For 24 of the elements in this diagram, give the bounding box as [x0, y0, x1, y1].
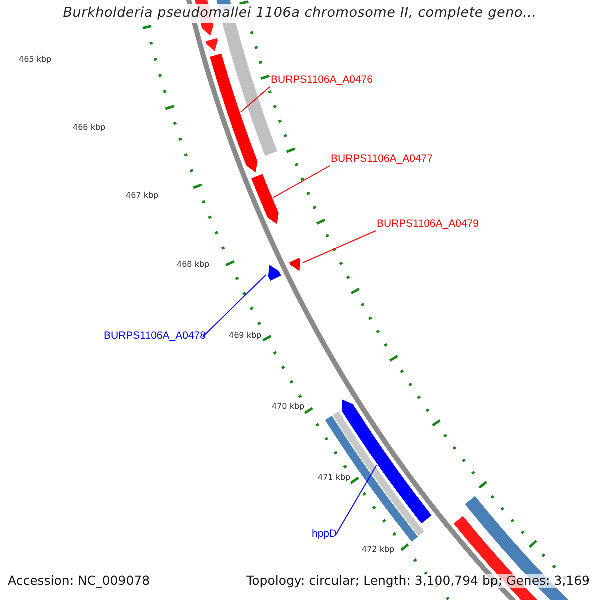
- gene-feature: [210, 54, 258, 173]
- tick-label: 465 kbp: [19, 56, 52, 65]
- tick-label: 469 kbp: [229, 332, 262, 341]
- gene-label: BURPS1106A_A0479: [377, 219, 479, 231]
- tick-label: 471 kbp: [318, 474, 351, 483]
- leader-line: [240, 86, 270, 113]
- leader-line: [202, 274, 267, 338]
- tick-label: 468 kbp: [177, 261, 210, 270]
- footer-text: Topology: circular; Length: 3,100,794 bp; Genes: 3,169: [246, 574, 590, 588]
- leader-line: [336, 464, 378, 536]
- gene-label: hppD: [312, 529, 338, 541]
- footer-text: Accession: NC_009078: [8, 574, 150, 588]
- tick-label: 472 kbp: [362, 546, 395, 555]
- leader-line: [272, 166, 330, 198]
- gene-label: BURPS1106A_A0478: [104, 331, 206, 343]
- gene-label: BURPS1106A_A0476: [271, 75, 373, 87]
- gene-feature: [268, 265, 282, 281]
- tick-label: 467 kbp: [126, 192, 159, 201]
- tick-label: 466 kbp: [73, 124, 106, 133]
- gene-feature: [290, 258, 300, 272]
- gene-feature: [252, 174, 279, 224]
- tick-label: 470 kbp: [272, 403, 305, 412]
- gene-label: BURPS1106A_A0477: [331, 154, 433, 166]
- leader-line: [302, 230, 376, 264]
